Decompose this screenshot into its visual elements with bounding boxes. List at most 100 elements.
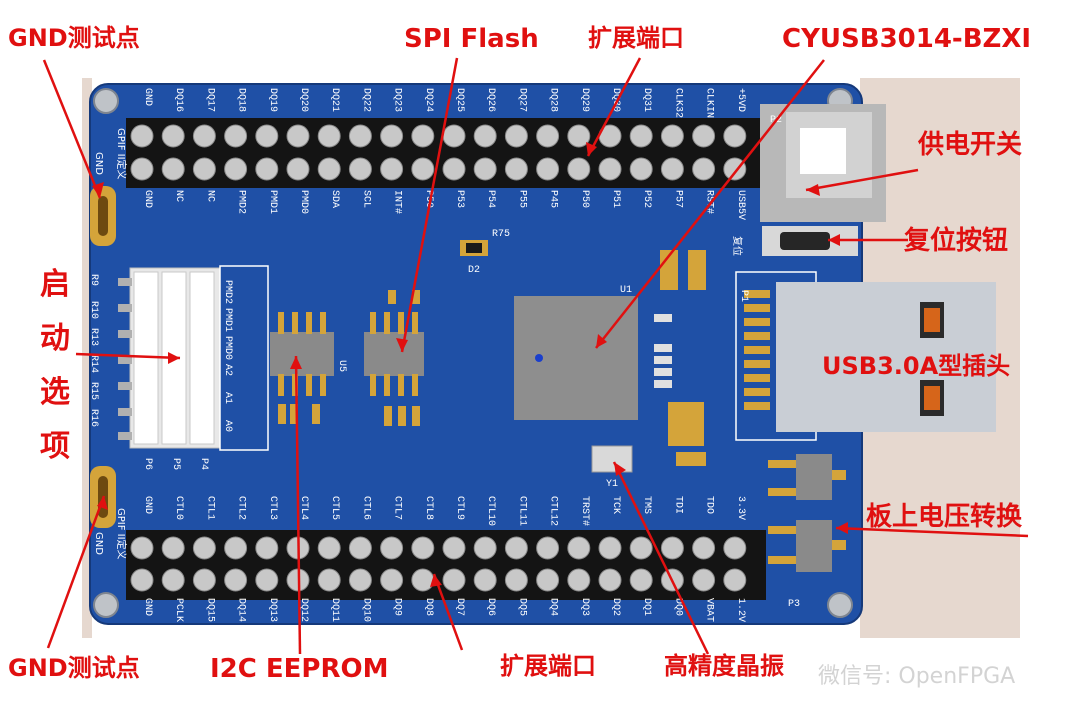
silk-label: PMD0 [298, 190, 309, 214]
header-pin [411, 124, 435, 148]
callout-cyusb: CYUSB3014-BZXI [782, 24, 1032, 54]
header-pin [255, 124, 279, 148]
header-pin [192, 536, 216, 560]
silk-label: INT# [392, 190, 403, 214]
silk-label: DQ24 [423, 88, 434, 112]
gpif-bottom-label: GPIF II定义 [115, 508, 128, 560]
header-pin [380, 568, 404, 592]
mounting-holes [93, 88, 853, 618]
gnd-test-point-top [90, 186, 116, 246]
silk-label: DQ26 [485, 88, 496, 112]
callout-ext-port-bottom: 扩展端口 [500, 652, 596, 680]
header-pin [130, 157, 154, 181]
header-pin [192, 568, 216, 592]
gpif-top-label: GPIF II定义 [115, 128, 128, 180]
voltage-regulators [768, 454, 846, 572]
silk-label: PMD1 [267, 190, 278, 214]
boot-side-label: A2 [222, 364, 233, 376]
header-pin [692, 157, 716, 181]
header-pin [130, 124, 154, 148]
reset-silk: 复位 [731, 236, 744, 256]
header-pin [660, 157, 684, 181]
silk-label: DQ2 [610, 598, 621, 616]
boot-res-label: R10 [88, 301, 99, 319]
silk-label: DQ12 [298, 598, 309, 622]
silk-label: TCK [610, 496, 621, 514]
header-pin [255, 536, 279, 560]
silk-label: CTL4 [298, 496, 309, 520]
header-pin [504, 157, 528, 181]
silk-label: P57 [672, 190, 683, 208]
header-pin [692, 568, 716, 592]
small-caps [654, 314, 672, 388]
silk-label: CTL7 [392, 496, 403, 520]
silk-label: USB5V [735, 190, 746, 220]
silk-label: CLKIN [704, 88, 715, 118]
header-pin [411, 157, 435, 181]
silk-label: GND [142, 190, 153, 208]
silk-label: P51 [610, 190, 621, 208]
header-pin [161, 157, 185, 181]
p3-label: P3 [788, 599, 800, 610]
u1-cyusb3014-chip [514, 296, 638, 420]
silk-label: DQ13 [267, 598, 278, 622]
silk-label: DQ7 [454, 598, 465, 616]
header-pin [567, 124, 591, 148]
silk-label: GND [142, 496, 153, 514]
silk-label: DQ17 [204, 88, 215, 112]
silk-label: NC [204, 190, 215, 202]
u1-label: U1 [620, 285, 632, 296]
r75-label: R75 [492, 229, 510, 240]
header-pin [255, 157, 279, 181]
silk-label: SCL [360, 190, 371, 208]
header-pin [411, 536, 435, 560]
boot-p-label: P5 [170, 458, 181, 470]
callout-reset-button: 复位按钮 [904, 226, 1009, 256]
header-pin [473, 124, 497, 148]
header-pin [660, 536, 684, 560]
callout-power-switch: 供电开关 [918, 130, 1023, 160]
silk-label: VBAT [704, 598, 715, 622]
callout-boot-3: 选 [40, 375, 70, 410]
callout-i2c-eeprom: I2C EEPROM [210, 654, 389, 684]
background-left [82, 78, 92, 638]
boot-res-label: R9 [88, 274, 99, 286]
header-pin [130, 568, 154, 592]
silk-label: DQ21 [329, 88, 340, 112]
small-components [278, 240, 706, 473]
header-pin [192, 157, 216, 181]
silk-label: TDI [672, 496, 683, 514]
header-pin [224, 124, 248, 148]
header-pin [723, 568, 747, 592]
header-pin [442, 536, 466, 560]
callout-boot-1: 启 [40, 267, 70, 302]
header-pin [629, 536, 653, 560]
silk-label: P53 [454, 190, 465, 208]
callout-crystal: 高精度晶振 [664, 652, 784, 680]
silk-label: GND [142, 88, 153, 106]
header-pin [629, 124, 653, 148]
silk-label: NC [173, 190, 184, 202]
silk-label: CTL9 [454, 496, 465, 520]
u4-spi-flash-chip [364, 312, 424, 396]
silk-label: DQ28 [548, 88, 559, 112]
header-pin [255, 568, 279, 592]
header-pin [567, 568, 591, 592]
silk-label: DQ16 [173, 88, 184, 112]
callout-ext-port-top: 扩展端口 [588, 24, 684, 52]
header-pin [692, 124, 716, 148]
u5-label: U5 [336, 360, 347, 372]
u1-pin1-dot [535, 354, 543, 362]
silk-label: DQ15 [204, 598, 215, 622]
power-switch-body [760, 104, 886, 222]
pcb-board [90, 84, 862, 624]
silk-label: CTL3 [267, 496, 278, 520]
silk-label: TDO [704, 496, 715, 514]
header-pin [380, 536, 404, 560]
silk-label: GND [142, 598, 153, 616]
silk-label: P55 [516, 190, 527, 208]
d2-label: D2 [468, 265, 480, 276]
header-pin [286, 157, 310, 181]
header-pin [567, 157, 591, 181]
